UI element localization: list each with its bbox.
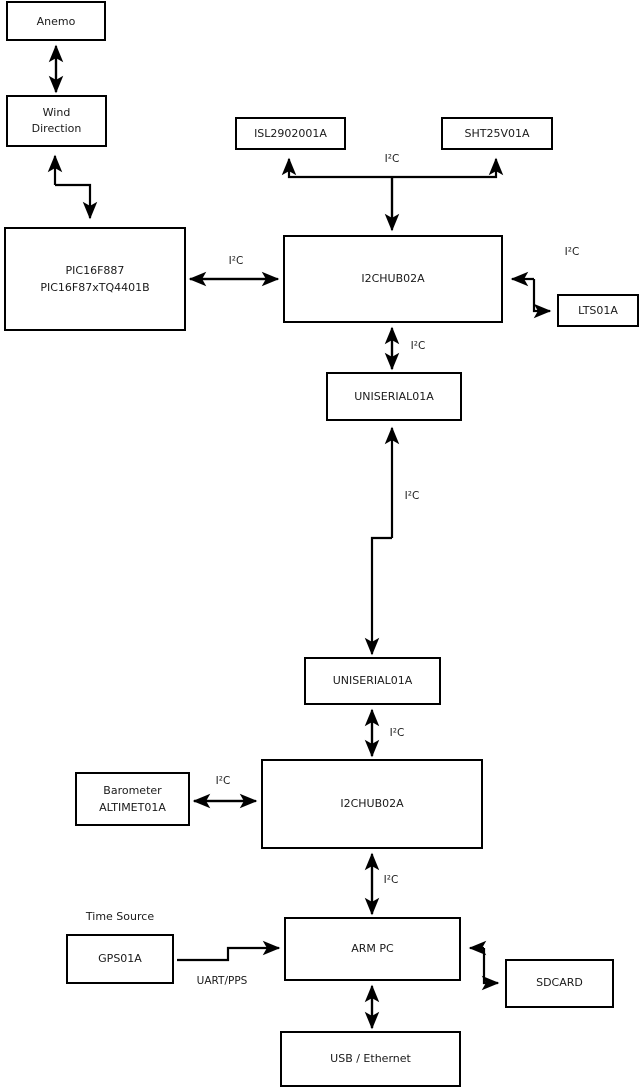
node-sdcard[interactable]: SDCARD (505, 959, 614, 1008)
node-anemo[interactable]: Anemo (6, 1, 106, 41)
node-usb-ethernet[interactable]: USB / Ethernet (280, 1031, 461, 1087)
node-sht25v01a-label: SHT25V01A (464, 127, 529, 140)
edge-lts-from-hub (532, 279, 552, 319)
node-wind-direction-label-line1: Wind (43, 106, 71, 119)
free-labels: Time Source (85, 910, 154, 923)
node-gps01a[interactable]: GPS01A (66, 934, 174, 984)
edge-gps-armpc (177, 940, 281, 962)
node-sht25v01a[interactable]: SHT25V01A (441, 117, 553, 150)
edge-label-i2c-hub-uniserial: I²C (411, 340, 426, 352)
node-barometer[interactable]: Barometer ALTIMET01A (75, 772, 190, 826)
node-arm-pc-label: ARM PC (351, 942, 394, 955)
node-i2chub02a-bottom-label: I2CHUB02A (340, 797, 404, 810)
node-barometer-label-line2: ALTIMET01A (99, 801, 166, 814)
node-uniserial01a-top-label: UNISERIAL01A (354, 390, 434, 403)
edge-label-uart-pps: UART/PPS (197, 975, 248, 987)
node-pic-mcu-label-line1: PIC16F887 (66, 264, 125, 277)
node-uniserial01a-top[interactable]: UNISERIAL01A (326, 372, 462, 421)
nodes: Anemo Wind Direction PIC16F887 PIC16F87x… (4, 1, 639, 1087)
edge-label-i2c-hub2-armpc: I²C (384, 874, 399, 886)
edge-label-i2c-barometer: I²C (216, 775, 231, 787)
node-i2chub02a-bottom[interactable]: I2CHUB02A (261, 759, 483, 849)
node-uniserial01a-bottom[interactable]: UNISERIAL01A (304, 657, 441, 705)
edge-hub-bus-sht (392, 157, 504, 179)
node-barometer-label-line1: Barometer (103, 784, 162, 797)
node-i2chub02a-top-label: I2CHUB02A (361, 272, 425, 285)
node-anemo-label: Anemo (37, 15, 76, 28)
node-sdcard-label: SDCARD (536, 976, 583, 989)
label-time-source: Time Source (85, 910, 154, 923)
node-pic-mcu[interactable]: PIC16F887 PIC16F87xTQ4401B (4, 227, 186, 331)
node-arm-pc[interactable]: ARM PC (284, 917, 461, 981)
node-lts01a[interactable]: LTS01A (557, 294, 639, 327)
edge-sdcard-from-armpc (481, 948, 500, 991)
edge-uniserial-link-down (364, 536, 392, 656)
edge-label-i2c-uniserial-hub2: I²C (390, 727, 405, 739)
edge-label-i2c-top-bus: I²C (385, 153, 400, 165)
node-usb-ethernet-label: USB / Ethernet (330, 1052, 411, 1065)
node-isl2902001a-label: ISL2902001A (254, 127, 327, 140)
node-uniserial01a-bottom-label: UNISERIAL01A (333, 674, 413, 687)
node-wind-direction[interactable]: Wind Direction (6, 95, 107, 147)
connectors (47, 44, 552, 1030)
node-wind-direction-label-line2: Direction (32, 122, 82, 135)
edge-label-i2c-uniserial-link: I²C (405, 490, 420, 502)
edge-label-i2c-lts: I²C (565, 246, 580, 258)
node-i2chub02a-top[interactable]: I2CHUB02A (283, 235, 503, 323)
edge-labels: I²C I²C I²C I²C I²C I²C I²C I²C UART/PPS (197, 153, 580, 987)
edge-wind-pic-jog (55, 183, 98, 220)
node-gps01a-label: GPS01A (98, 952, 142, 965)
node-isl2902001a[interactable]: ISL2902001A (235, 117, 346, 150)
edge-hub-bus-isl (281, 157, 392, 179)
node-lts01a-label: LTS01A (578, 304, 618, 317)
edge-label-i2c-pic-hub: I²C (229, 255, 244, 267)
node-pic-mcu-label-line2: PIC16F87xTQ4401B (40, 281, 149, 294)
